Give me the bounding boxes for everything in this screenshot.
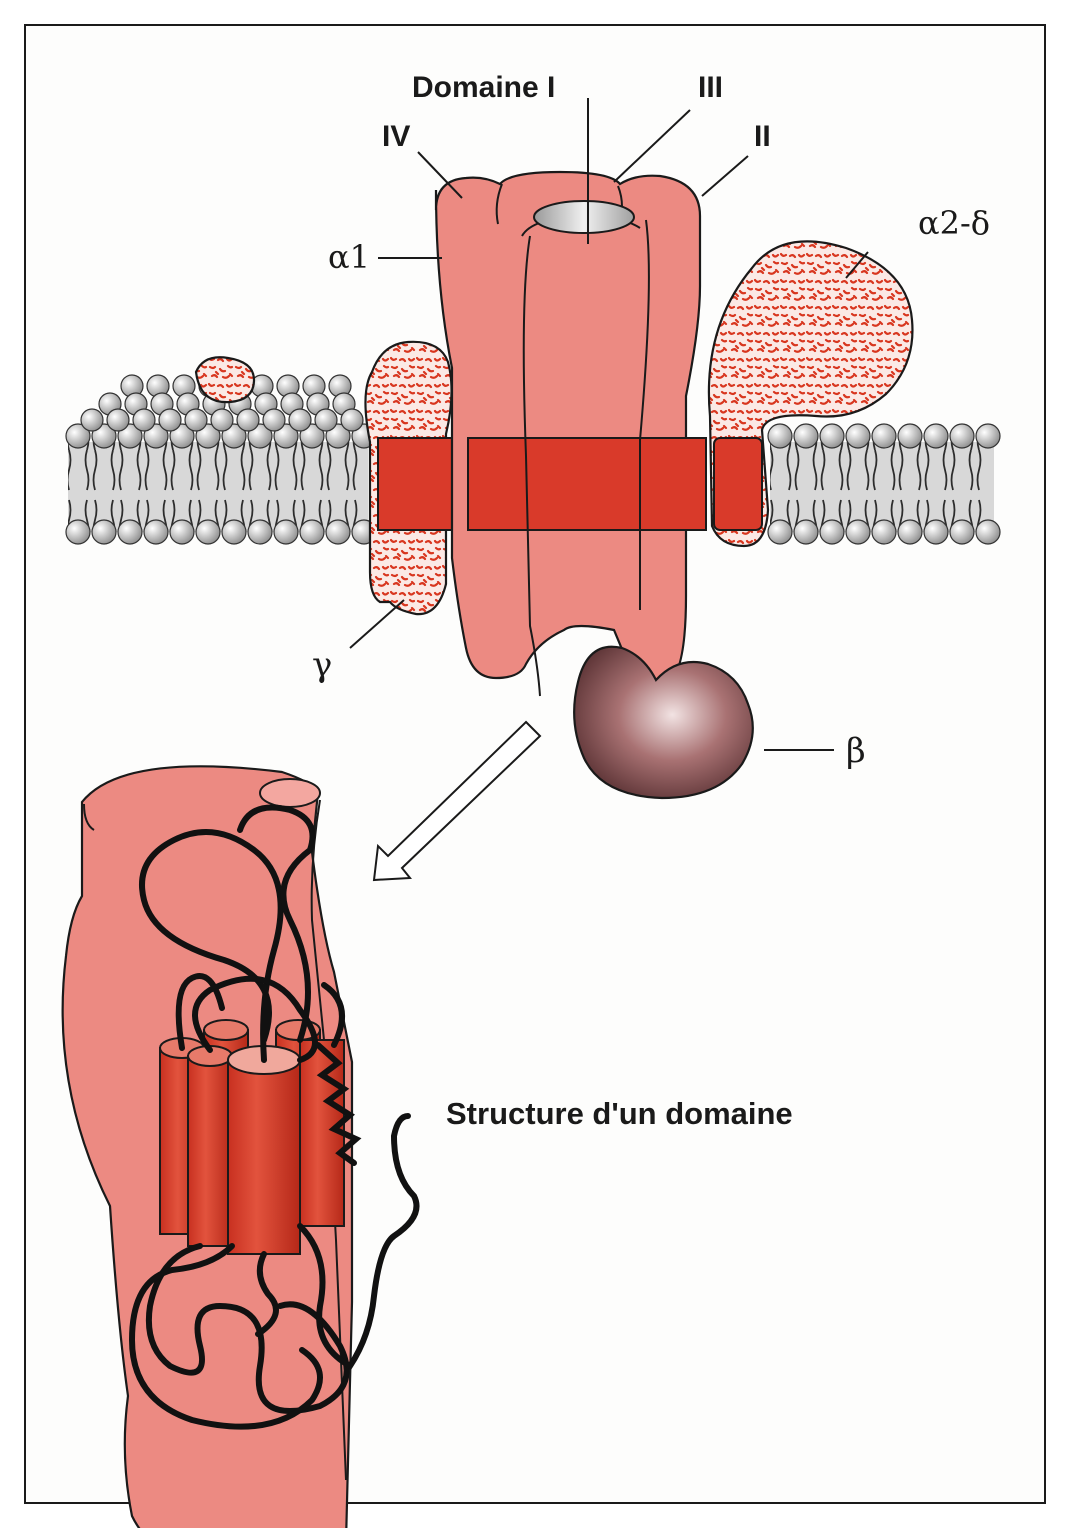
down-arrow-icon <box>372 720 542 882</box>
lipid-head <box>262 408 286 432</box>
lipid-head <box>65 423 91 449</box>
lipid-head <box>65 519 91 545</box>
lipid-head <box>949 519 975 545</box>
leader-lines <box>349 98 869 751</box>
lipid-head <box>793 519 819 545</box>
lipid-head <box>236 408 260 432</box>
pore-opening <box>533 200 635 234</box>
lipid-head <box>91 519 117 545</box>
transmembrane-helices <box>159 1019 345 1255</box>
lipid-head <box>158 408 182 432</box>
alpha1-channel <box>434 170 707 697</box>
lipid-heads-top-right <box>767 423 1001 449</box>
label-domain-2: II <box>754 120 771 153</box>
lipid-head <box>923 423 949 449</box>
lipid-head <box>819 519 845 545</box>
lipid-head <box>819 423 845 449</box>
lipid-head <box>210 408 234 432</box>
lipid-head <box>195 519 221 545</box>
label-alpha2-delta: α2-δ <box>918 204 990 242</box>
lipid-head <box>247 423 273 449</box>
label-domain-structure: Structure d'un domaine <box>446 1096 793 1131</box>
lipid-head <box>80 408 104 432</box>
lipid-heads-bottom-left <box>65 519 377 545</box>
lipid-head <box>871 423 897 449</box>
lipid-head <box>340 408 364 432</box>
lipid-head <box>117 423 143 449</box>
lipid-head <box>195 423 221 449</box>
lipid-head <box>143 423 169 449</box>
domain-structure <box>61 765 420 1528</box>
lipid-head <box>169 519 195 545</box>
lipid-head <box>273 519 299 545</box>
label-domain-1: Domaine I <box>412 71 555 104</box>
lipid-head <box>975 519 1001 545</box>
lipid-head <box>767 423 793 449</box>
lipid-head <box>845 519 871 545</box>
alpha2-delta-subunit <box>707 240 914 548</box>
gamma-subunit <box>364 340 453 616</box>
lipid-head <box>923 519 949 545</box>
lipid-head <box>975 423 1001 449</box>
lipid-head <box>247 519 273 545</box>
lipid-head <box>91 423 117 449</box>
lipid-head <box>845 423 871 449</box>
membrane-blob <box>194 356 256 404</box>
lipid-head <box>221 519 247 545</box>
lipid-head <box>288 408 312 432</box>
label-gamma: γ <box>312 645 332 685</box>
label-domain-4: IV <box>382 120 410 153</box>
lipid-head <box>871 519 897 545</box>
label-beta: β <box>846 731 866 771</box>
membrane-right <box>767 423 1001 545</box>
lipid-head <box>117 519 143 545</box>
lipid-head <box>325 519 351 545</box>
lipid-head <box>299 423 325 449</box>
label-domain-3: III <box>698 71 723 104</box>
beta-subunit <box>573 645 754 800</box>
lipid-head <box>897 519 923 545</box>
label-alpha1: α1 <box>328 238 370 276</box>
lipid-head <box>273 423 299 449</box>
polypeptide-chain <box>128 804 420 1430</box>
lipid-head <box>897 423 923 449</box>
lipid-head <box>767 519 793 545</box>
lipid-head <box>325 423 351 449</box>
lipid-head <box>169 423 195 449</box>
lipid-head <box>132 408 156 432</box>
membrane-left <box>65 374 377 545</box>
lipid-head <box>949 423 975 449</box>
lipid-head <box>184 408 208 432</box>
lipid-head <box>106 408 130 432</box>
lipid-head <box>299 519 325 545</box>
lipid-head <box>314 408 338 432</box>
lipid-head <box>143 519 169 545</box>
lipid-head <box>221 423 247 449</box>
lipid-heads-bottom-right <box>767 519 1001 545</box>
lipid-head <box>793 423 819 449</box>
